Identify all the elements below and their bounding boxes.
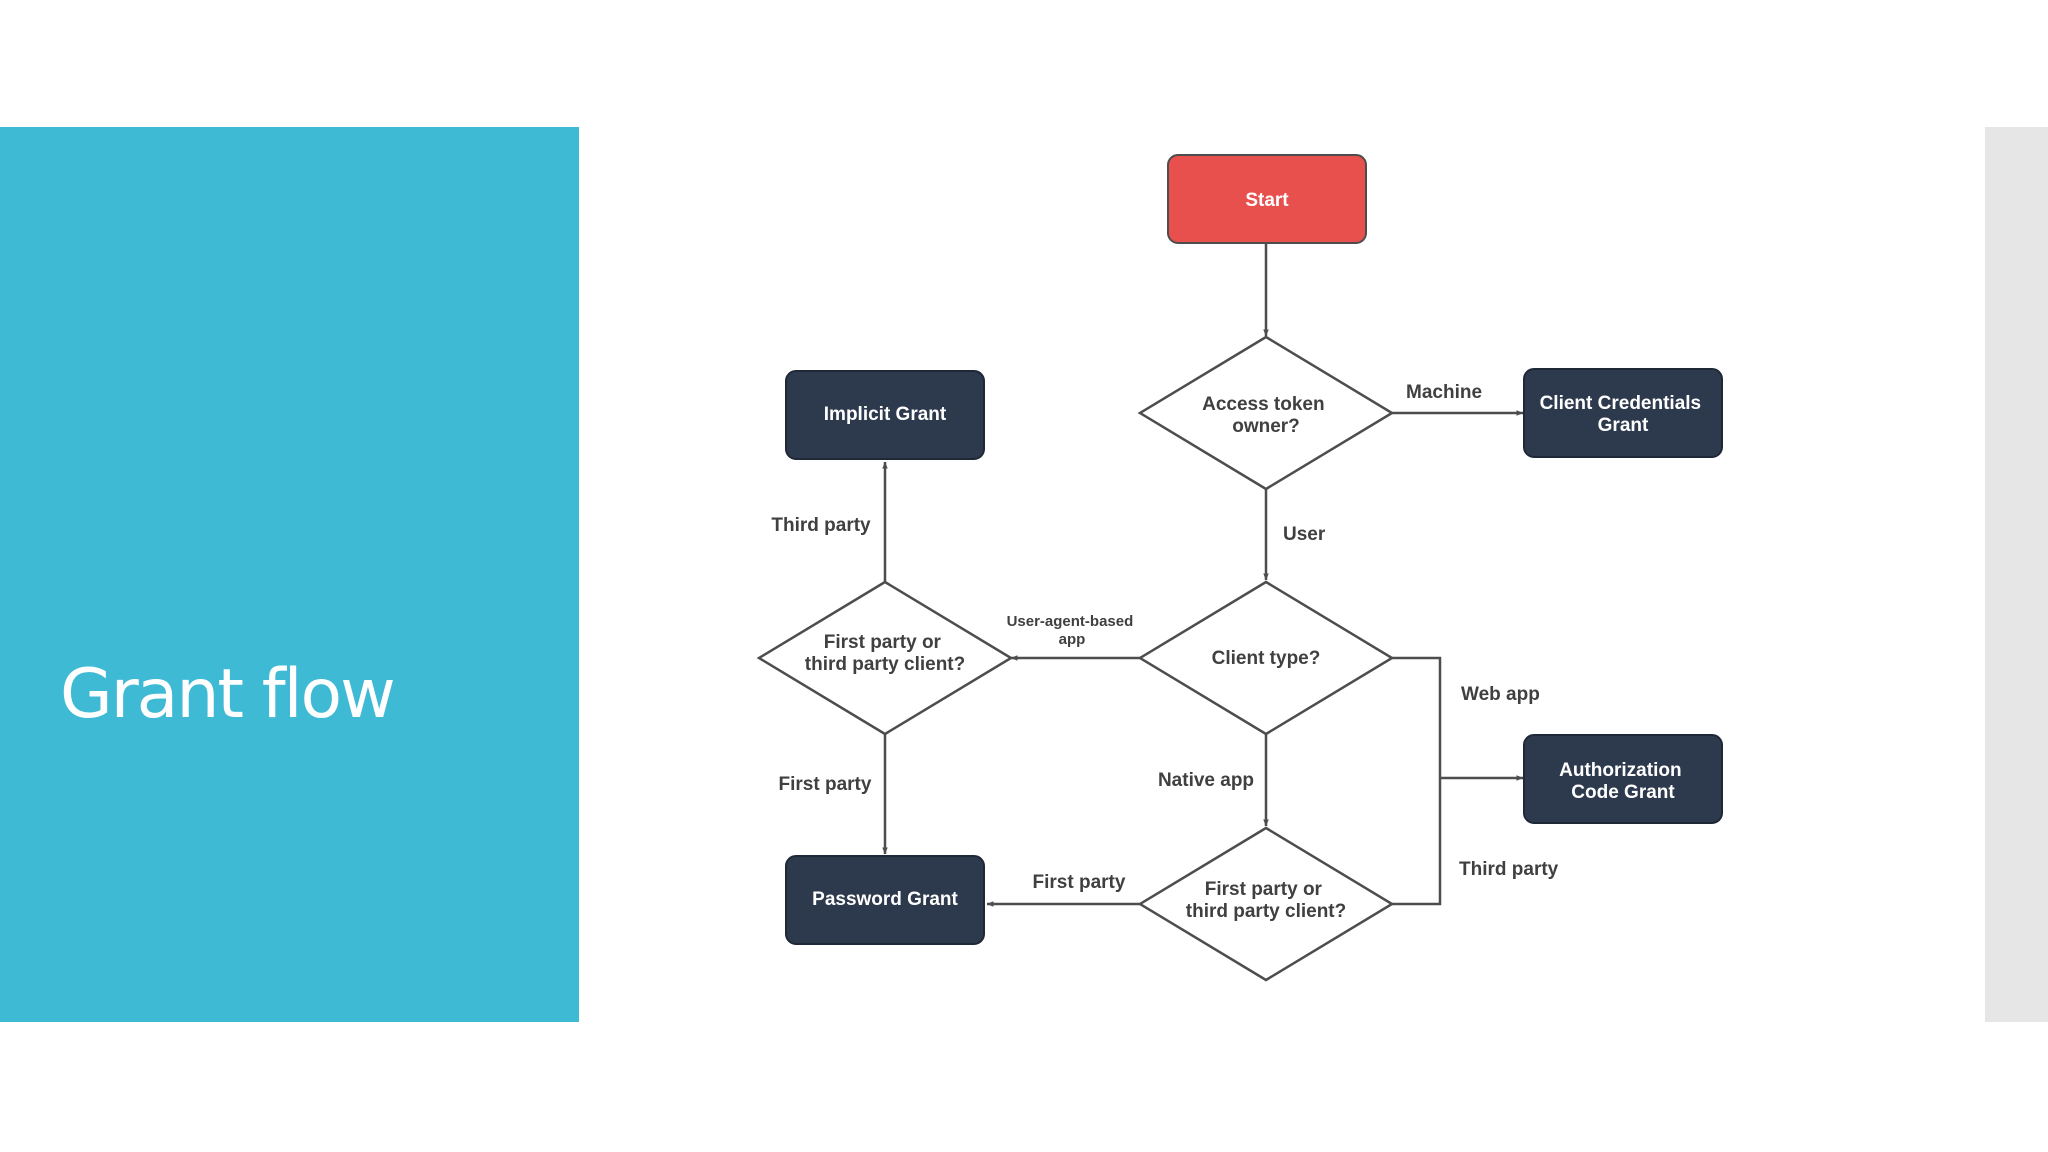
start-label: Start (1245, 190, 1289, 211)
first-or-third-bottom-label-line1: First party or (1205, 879, 1323, 900)
client-credentials-grant-node: Client Credentials Grant (1523, 368, 1723, 458)
svg-text:Client Credentials Grant: Client Credentials Grant (1540, 393, 1707, 436)
start-node: Start (1167, 154, 1367, 244)
edge-label-third-party-left: Third party (771, 515, 871, 536)
authorization-code-grant-node: Authorization Code Grant (1523, 734, 1723, 824)
svg-text:Access token owner?: Access token owner? (1202, 394, 1330, 437)
edge-third-party-right (1392, 778, 1442, 906)
implicit-grant-label: Implicit Grant (824, 404, 947, 425)
client-type-decision: Client type? (1137, 580, 1395, 736)
svg-text:Authorization Code Grant: Authorization Code Grant (1559, 760, 1687, 803)
first-or-third-left-label-line1: First party or (824, 632, 942, 653)
password-grant-label: Password Grant (812, 889, 958, 910)
access-token-owner-label-line1: Access token (1202, 394, 1325, 415)
first-or-third-party-decision-bottom: First party or third party client? (1137, 826, 1395, 982)
first-or-third-bottom-label-line2: third party client? (1186, 901, 1346, 922)
access-token-owner-label-line2: owner? (1232, 416, 1300, 437)
edge-label-first-party-left: First party (779, 774, 872, 795)
edge-web-app (1392, 656, 1442, 778)
implicit-grant-node: Implicit Grant (785, 370, 985, 460)
client-credentials-label-line1: Client Credentials (1540, 393, 1702, 414)
edge-label-third-party-right: Third party (1459, 859, 1559, 880)
first-or-third-left-label-line2: third party client? (805, 654, 965, 675)
access-token-owner-decision: Access token owner? (1137, 335, 1395, 491)
svg-text:First party or third par: First party or third party client? (1186, 879, 1346, 922)
edge-label-web-app: Web app (1461, 684, 1540, 705)
slide-title: Grant flow (60, 655, 396, 734)
authorization-code-label-line2: Code Grant (1571, 782, 1675, 803)
title-panel: Grant flow (0, 127, 579, 1022)
edge-label-user: User (1283, 524, 1326, 545)
password-grant-node: Password Grant (785, 855, 985, 945)
client-type-label: Client type? (1212, 648, 1321, 669)
edge-label-machine: Machine (1406, 382, 1482, 403)
next-slide-strip (1985, 127, 2048, 1022)
connectors (882, 243, 1524, 907)
authorization-code-label-line1: Authorization (1559, 760, 1681, 781)
svg-text:User-agent-based app: User-agent-based app (1007, 613, 1138, 648)
edge-label-user-agent-line2: app (1059, 631, 1086, 648)
edge-label-user-agent-line1: User-agent-based (1007, 613, 1134, 630)
edge-label-native-app: Native app (1158, 770, 1254, 791)
edge-label-first-party-bottom: First party (1033, 872, 1126, 893)
svg-text:First party or third par: First party or third party client? (805, 632, 965, 675)
first-or-third-party-decision-left: First party or third party client? (756, 580, 1014, 736)
client-credentials-label-line2: Grant (1598, 415, 1649, 436)
